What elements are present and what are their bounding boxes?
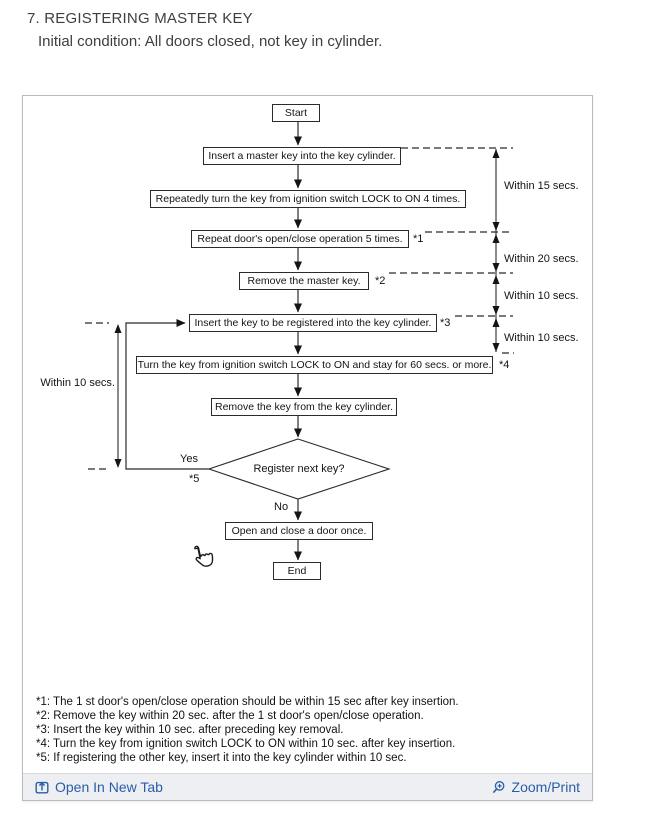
zoom-magnifier-icon [492,780,504,793]
viewer-toolbar: Open In New Tab Zoom/Print [23,773,592,800]
label-no: No [274,501,289,513]
flow-connectors [85,122,514,561]
open-in-new-tab-button[interactable]: Open In New Tab [35,779,163,795]
footnote-3: *3: Insert the key within 10 sec. after … [36,724,344,736]
page-subtitle: Initial condition: All doors closed, not… [38,33,383,50]
node-insert-key-to-register: Insert the key to be registered into the… [189,314,437,332]
footnote-1: *1: The 1 st door's open/close operation… [36,696,459,708]
node-door-open-close-5-times: Repeat door's open/close operation 5 tim… [191,230,409,248]
left-timing-measure [85,322,122,470]
ref-2: *2 [375,275,386,287]
ref-1: *1 [413,233,424,245]
open-in-new-tab-label: Open In New Tab [55,779,163,795]
zoom-print-label: Zoom/Print [511,779,580,795]
yes-loop [125,319,209,470]
node-insert-master-key: Insert a master key into the key cylinde… [203,147,401,165]
footnotes: *1: The 1 st door's open/close operation… [36,695,459,765]
node-remove-key: Remove the key from the key cylinder. [211,398,397,416]
diagram-panel: Start Insert a master key into the key c… [22,95,593,801]
node-turn-key-4-times: Repeatedly turn the key from ignition sw… [150,190,466,208]
timing-within-10s-a: Within 10 secs. [504,290,579,302]
node-end: End [273,562,321,580]
flowchart: Start Insert a master key into the key c… [23,96,592,773]
label-yes: Yes [180,453,198,465]
footnote-5: *5: If registering the other key, insert… [36,752,407,764]
ref-5: *5 [189,473,200,485]
decision-diamond [207,438,391,500]
node-start: Start [272,104,320,122]
open-in-new-tab-icon [35,781,49,794]
hand-cursor-icon [194,545,214,567]
timing-within-20s: Within 20 secs. [504,253,579,265]
timing-within-15s: Within 15 secs. [504,180,579,192]
node-turn-key-stay-60s: Turn the key from ignition switch LOCK t… [136,356,493,374]
ref-4: *4 [499,359,510,371]
timing-within-10s-b: Within 10 secs. [504,332,579,344]
zoom-print-button[interactable]: Zoom/Print [491,779,580,795]
node-open-close-door-once: Open and close a door once. [225,522,373,540]
ref-3: *3 [440,317,451,329]
node-remove-master-key: Remove the master key. [239,272,369,290]
timing-within-10s-left: Within 10 secs. [40,377,115,389]
right-timing-measure [389,147,514,354]
footnote-2: *2: Remove the key within 20 sec. after … [36,710,424,722]
footnote-4: *4: Turn the key from ignition switch LO… [36,738,456,750]
page-title: 7. REGISTERING MASTER KEY [27,10,253,27]
decision-text: Register next key? [253,463,345,475]
